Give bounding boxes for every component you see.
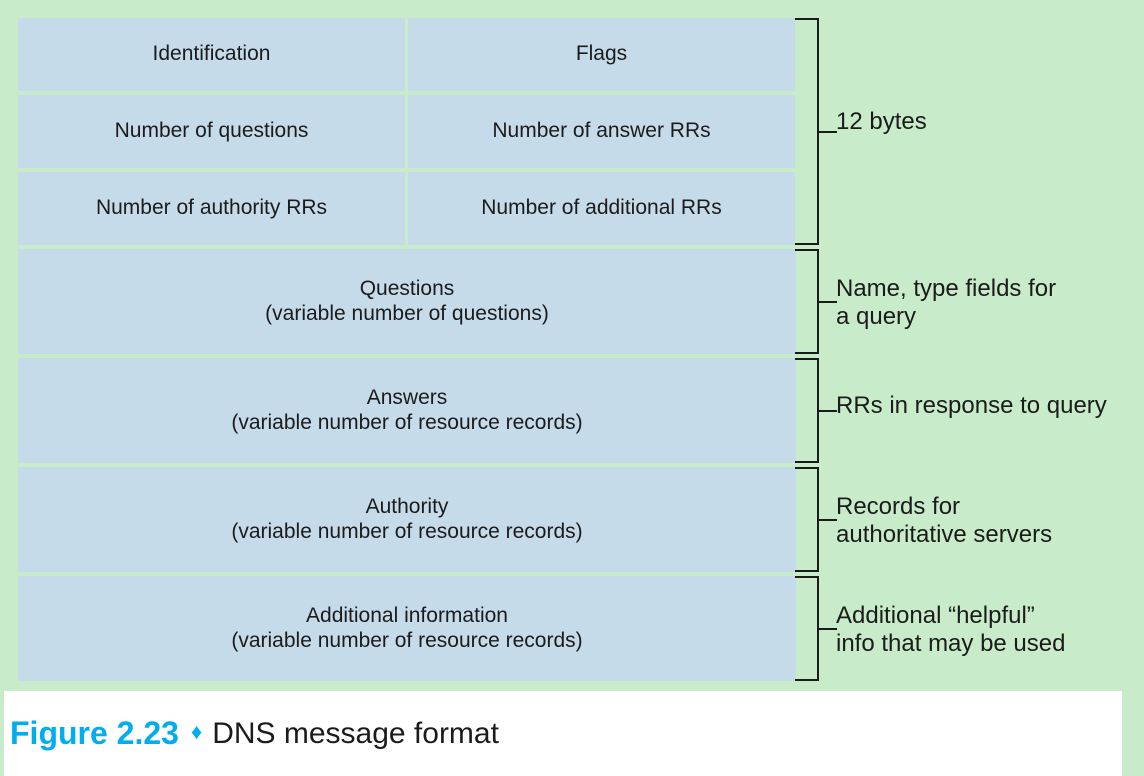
section-row-questions: Questions (variable number of questions) [18,249,796,354]
field-flags-label: Flags [575,42,628,66]
section-additional-information-subtitle: (variable number of resource records) [231,628,583,652]
field-number-of-authority-rrs-label: Number of authority RRs [95,196,328,220]
section-answers: Answers (variable number of resource rec… [18,358,796,463]
caption-figure-number: Figure 2.23 [10,715,179,751]
section-additional-information: Additional information (variable number … [18,576,796,681]
bracket-tick-authority [817,518,837,521]
section-authority-title: Authority [365,494,449,518]
field-flags: Flags [408,18,795,91]
field-identification: Identification [18,18,405,91]
right-green-strip [1122,691,1144,776]
bracket-tick-header [817,130,837,133]
bracket-answers [795,358,837,463]
annotation-questions: Name, type fields for a query [836,275,1057,331]
figure-caption: Figure 2.23 ♦ DNS message format [4,691,1122,776]
field-number-of-answer-rrs: Number of answer RRs [408,95,795,168]
section-authority-subtitle: (variable number of resource records) [231,519,583,543]
diamond-icon: ♦ [190,718,203,744]
section-answers-title: Answers [366,385,448,409]
section-authority: Authority (variable number of resource r… [18,467,796,572]
section-row-additional-information: Additional information (variable number … [18,576,796,681]
header-row-3: Number of authority RRs Number of additi… [18,172,796,245]
annotation-additional-info: Additional “helpful” info that may be us… [836,602,1066,658]
bracket-header [795,18,837,245]
caption-title: DNS message format [212,716,499,750]
field-number-of-questions: Number of questions [18,95,405,168]
section-questions-subtitle: (variable number of questions) [265,301,549,325]
field-number-of-authority-rrs: Number of authority RRs [18,172,405,245]
field-number-of-questions-label: Number of questions [114,119,309,143]
section-row-authority: Authority (variable number of resource r… [18,467,796,572]
annotation-header-size: 12 bytes [836,108,927,135]
bracket-additional-information [795,576,837,681]
section-row-answers: Answers (variable number of resource rec… [18,358,796,463]
field-number-of-answer-rrs-label: Number of answer RRs [492,119,711,143]
annotation-authority: Records for authoritative servers [836,493,1053,549]
header-row-1: Identification Flags [18,18,796,91]
bracket-tick-questions [817,300,837,303]
section-additional-information-title: Additional information [306,603,508,627]
section-questions: Questions (variable number of questions) [18,249,796,354]
left-green-strip [0,691,4,776]
section-answers-subtitle: (variable number of resource records) [231,410,583,434]
bracket-tick-answers [817,409,837,412]
header-row-2: Number of questions Number of answer RRs [18,95,796,168]
bracket-questions [795,249,837,354]
annotation-answers: RRs in response to query [836,392,1107,419]
bracket-tick-additional-information [817,627,837,630]
bracket-authority [795,467,837,572]
section-questions-title: Questions [359,276,455,300]
field-number-of-additional-rrs: Number of additional RRs [408,172,795,245]
dns-message-diagram: Identification Flags Number of questions… [18,18,796,681]
field-identification-label: Identification [152,42,271,66]
field-number-of-additional-rrs-label: Number of additional RRs [481,196,722,220]
